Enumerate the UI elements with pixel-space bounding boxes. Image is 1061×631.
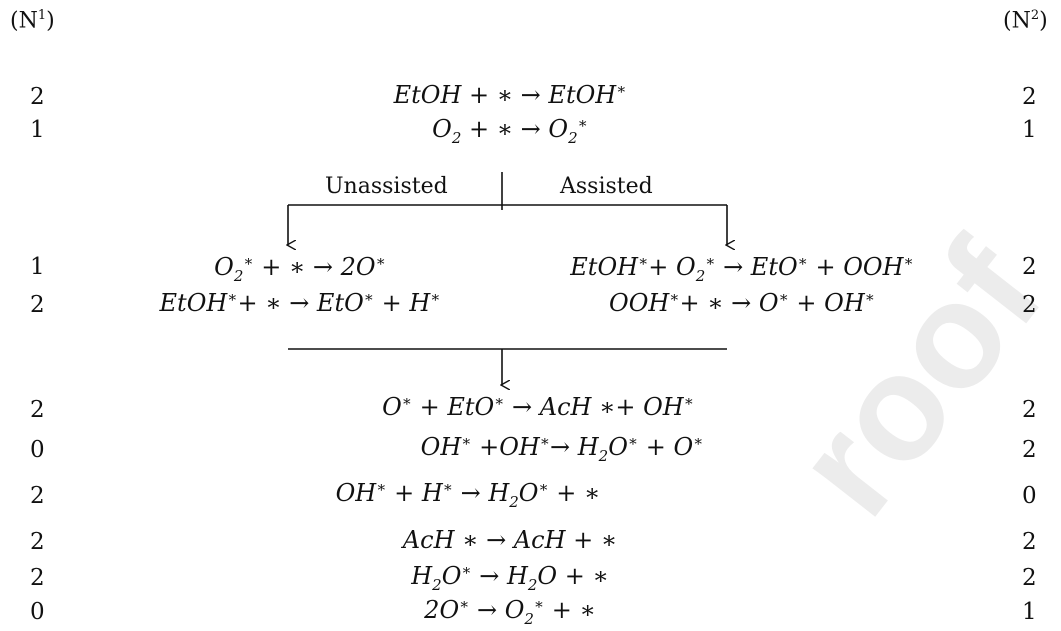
reaction-ethanol-dehydrogenation: EtOH∗+ ∗ → EtO∗ + H∗	[159, 288, 441, 317]
n2-value: 2	[1022, 254, 1037, 280]
reaction-acetaldehyde-formation: O∗ + EtO∗ → AcH ∗+ OH∗	[382, 392, 694, 421]
n2-value: 0	[1022, 483, 1037, 509]
n1-header: (N1)	[10, 8, 55, 34]
n1-value: 2	[30, 84, 45, 110]
n2-value: 2	[1022, 84, 1037, 110]
n2-value: 2	[1022, 565, 1037, 591]
reaction-oh-disproportionation: OH∗ +OH∗→ H2O∗ + O∗	[420, 432, 704, 465]
unassisted-label: Unassisted	[325, 174, 448, 199]
reaction-water-desorption: H2O∗ → H2O + ∗	[411, 561, 609, 594]
n1-value: 2	[30, 292, 45, 318]
reaction-oxygen-adsorption: O2 + ∗ → O2∗	[432, 114, 588, 147]
n1-value: 2	[30, 529, 45, 555]
n2-value: 2	[1022, 437, 1037, 463]
assisted-label: Assisted	[560, 174, 653, 199]
reaction-water-formation: OH∗ + H∗ → H2O∗ + ∗	[335, 478, 601, 511]
n1-value: 1	[30, 117, 45, 143]
n1-value: 0	[30, 437, 45, 463]
n2-value: 1	[1022, 599, 1037, 625]
n1-value: 2	[30, 483, 45, 509]
n1-value: 2	[30, 397, 45, 423]
reaction-acetaldehyde-desorption: AcH ∗ → AcH + ∗	[402, 526, 618, 554]
n1-value: 0	[30, 599, 45, 625]
n2-header: (N2)	[1003, 8, 1048, 34]
reaction-ethanol-adsorption: EtOH + ∗ → EtOH∗	[393, 80, 627, 109]
n2-value: 2	[1022, 529, 1037, 555]
n2-value: 1	[1022, 117, 1037, 143]
reaction-oxygen-dissociation: O2∗ + ∗ → 2O∗	[214, 252, 386, 285]
n1-value: 2	[30, 565, 45, 591]
n2-value: 2	[1022, 397, 1037, 423]
reaction-assisted-oh-activation: EtOH∗+ O2∗ → EtO∗ + OOH∗	[570, 252, 914, 285]
n2-value: 2	[1022, 292, 1037, 318]
n1-value: 1	[30, 254, 45, 280]
reaction-ooh-dissociation: OOH∗+ ∗ → O∗ + OH∗	[609, 288, 875, 317]
reaction-oxygen-recombination: 2O∗ → O2∗ + ∗	[424, 595, 596, 628]
